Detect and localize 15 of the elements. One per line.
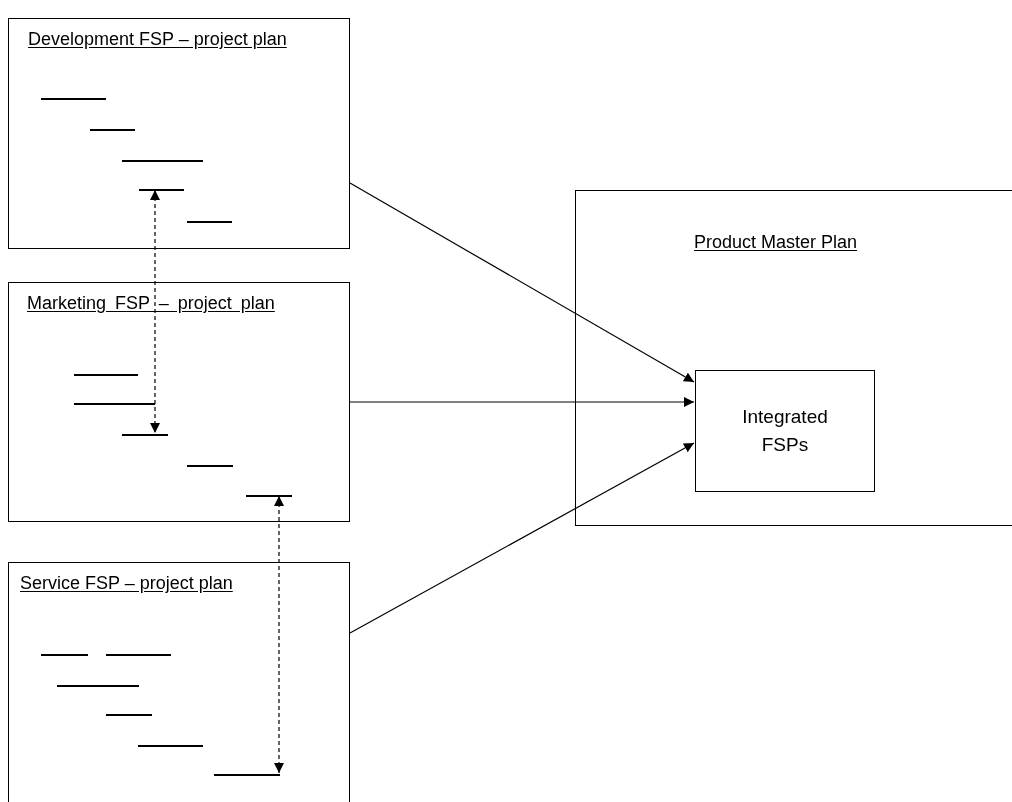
box-label: Integrated FSPs	[741, 405, 829, 457]
arrow	[349, 442, 695, 634]
plan-panel	[8, 18, 350, 249]
plan-title: Service FSP – project plan	[20, 572, 233, 595]
arrow	[349, 397, 695, 407]
arrow	[349, 182, 695, 383]
plan-title: Marketing FSP – project plan	[27, 292, 275, 315]
process-box	[695, 370, 875, 492]
plan-panel	[8, 562, 350, 802]
plan-title: Product Master Plan	[694, 231, 858, 254]
dashed-arrow	[150, 189, 160, 434]
dashed-arrow	[274, 495, 284, 774]
plan-panel	[575, 190, 1012, 526]
plan-title: Development FSP – project plan	[28, 28, 287, 51]
plan-panel	[8, 282, 350, 522]
